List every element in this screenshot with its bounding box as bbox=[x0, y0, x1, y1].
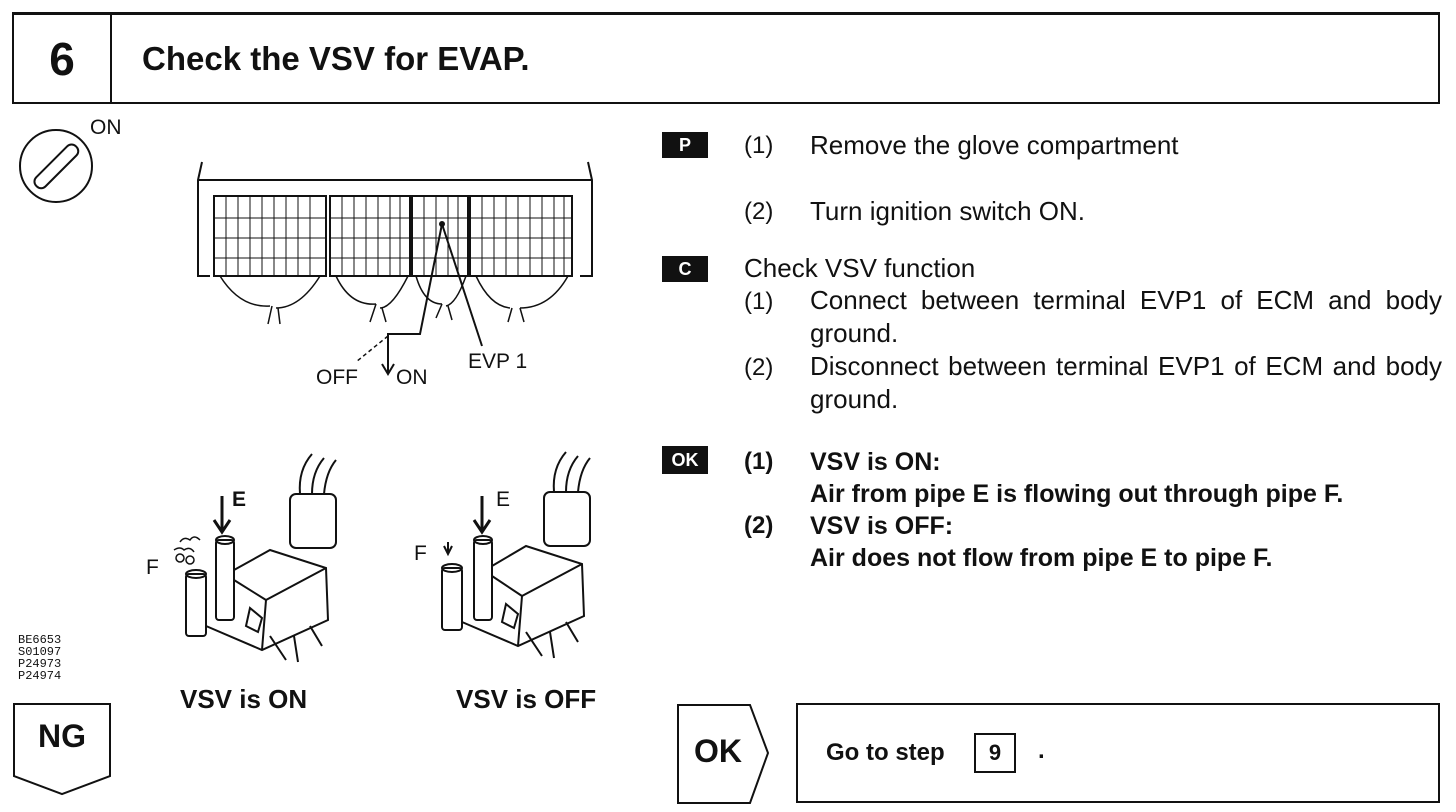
step-header: 6 Check the VSV for EVAP. bbox=[12, 12, 1440, 104]
terminal-evp1-label: EVP 1 bbox=[468, 350, 528, 373]
ok-item-1-num: (1) bbox=[744, 448, 774, 475]
goto-step-number[interactable]: 9 bbox=[974, 733, 1016, 773]
vsv-off-illustration bbox=[441, 451, 591, 659]
ok-item-1-title: VSV is ON: bbox=[810, 448, 941, 476]
ok-item-2-text: Air does not flow from pipe E to pipe F. bbox=[810, 544, 1273, 572]
ng-result-box bbox=[13, 703, 111, 796]
ng-label: NG bbox=[38, 718, 86, 754]
check-item-1-text: Connect between terminal EVP1 of ECM and… bbox=[810, 285, 1442, 348]
prep-item-1-num: (1) bbox=[744, 132, 774, 159]
check-item-1-num: (1) bbox=[744, 288, 774, 315]
vsv-on-pipe-e-label: E bbox=[232, 488, 247, 511]
vsv-on-illustration bbox=[173, 453, 337, 663]
step-title: Check the VSV for EVAP. bbox=[142, 39, 530, 77]
prep-item-1-text: Remove the glove compartment bbox=[810, 130, 1179, 160]
prep-item-2-text: Turn ignition switch ON. bbox=[810, 196, 1086, 226]
vsv-on-pipe-f-label: F bbox=[146, 556, 159, 579]
check-badge: C bbox=[662, 256, 708, 282]
figure-codes: BE6653 S01097 P24973 P24974 bbox=[18, 633, 62, 683]
caption-vsv-on: VSV is ON bbox=[180, 684, 308, 714]
ok-item-2-title: VSV is OFF: bbox=[810, 512, 954, 540]
ok-item-1-text: Air from pipe E is flowing out through p… bbox=[810, 480, 1344, 508]
check-item-2-num: (2) bbox=[744, 354, 774, 381]
ok-result-label: OK bbox=[694, 733, 742, 769]
ok-result-box bbox=[677, 704, 770, 804]
check-heading: Check VSV function bbox=[744, 253, 976, 283]
step-number: 6 bbox=[14, 15, 112, 102]
goto-step-suffix: . bbox=[1038, 737, 1045, 764]
ecm-connector-diagram bbox=[197, 161, 593, 376]
vsv-off-pipe-e-label: E bbox=[496, 488, 511, 511]
ignition-on-label: ON bbox=[90, 116, 122, 139]
ignition-switch-icon bbox=[19, 129, 93, 203]
check-item-2-text: Disconnect between terminal EVP1 of ECM … bbox=[810, 351, 1442, 414]
goto-step-prefix: Go to step bbox=[826, 739, 945, 766]
ok-criteria-badge: OK bbox=[662, 446, 708, 474]
vsv-off-pipe-f-label: F bbox=[414, 542, 427, 565]
goto-step-box: Go to step 9 . bbox=[796, 703, 1440, 803]
prep-badge: P bbox=[662, 132, 708, 158]
switch-off-label: OFF bbox=[316, 366, 358, 389]
switch-on-label: ON bbox=[396, 366, 428, 389]
caption-vsv-off: VSV is OFF bbox=[456, 684, 597, 714]
prep-item-2-num: (2) bbox=[744, 198, 774, 225]
ok-item-2-num: (2) bbox=[744, 512, 774, 539]
